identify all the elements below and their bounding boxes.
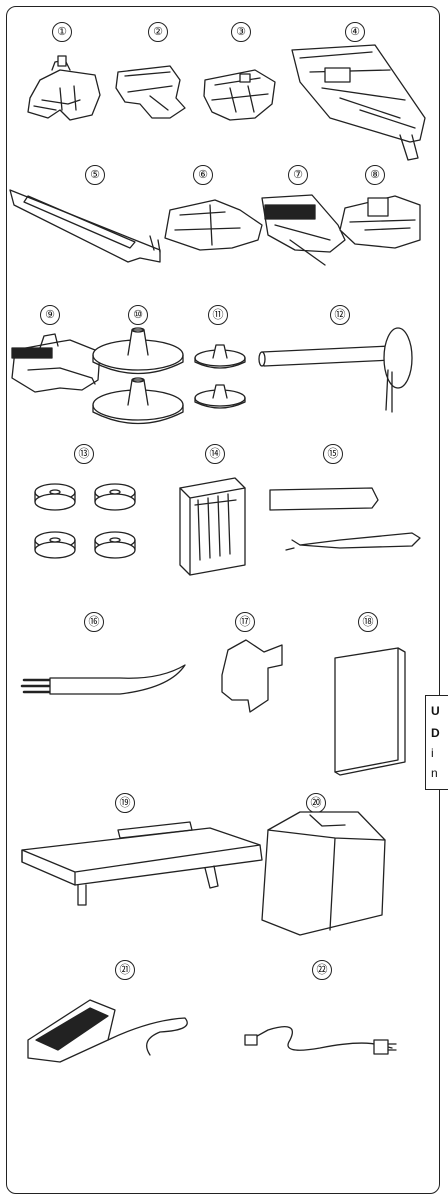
buttonhole-foot-icon: [292, 45, 425, 160]
presser-foot-7-icon: [262, 195, 345, 265]
spool-pin-icon: [259, 328, 412, 412]
foot-control-icon: [28, 1000, 187, 1062]
side-note-box: U D i n: [425, 695, 448, 790]
lint-brush-icon: [22, 665, 185, 694]
presser-foot-8-icon: [340, 196, 420, 248]
side-note-line-1: U: [431, 704, 440, 718]
screwdriver-tube-icon: [270, 488, 378, 510]
presser-foot-6-icon: [165, 200, 262, 250]
hard-cover-icon: [262, 812, 385, 935]
bobbins-icon: [35, 484, 135, 558]
needle-pack-icon: [180, 478, 245, 575]
side-note-line-3: i: [431, 746, 434, 760]
side-note-line-4: n: [431, 766, 438, 780]
screwdriver-icon: [222, 640, 282, 712]
power-cord-icon: [245, 1027, 396, 1054]
seam-guide-icon: [10, 190, 160, 262]
spool-caps-large-icon: [93, 328, 183, 424]
side-note-line-2: D: [431, 726, 440, 740]
spool-caps-small-icon: [195, 345, 245, 408]
presser-foot-2-icon: [116, 66, 185, 118]
seam-ripper-icon: [286, 533, 420, 550]
presser-foot-9-icon: [12, 334, 100, 392]
instruction-manual-icon: [335, 648, 405, 775]
presser-foot-1-icon: [28, 56, 100, 120]
presser-foot-3-icon: [204, 70, 275, 120]
extension-table-icon: [22, 822, 262, 905]
